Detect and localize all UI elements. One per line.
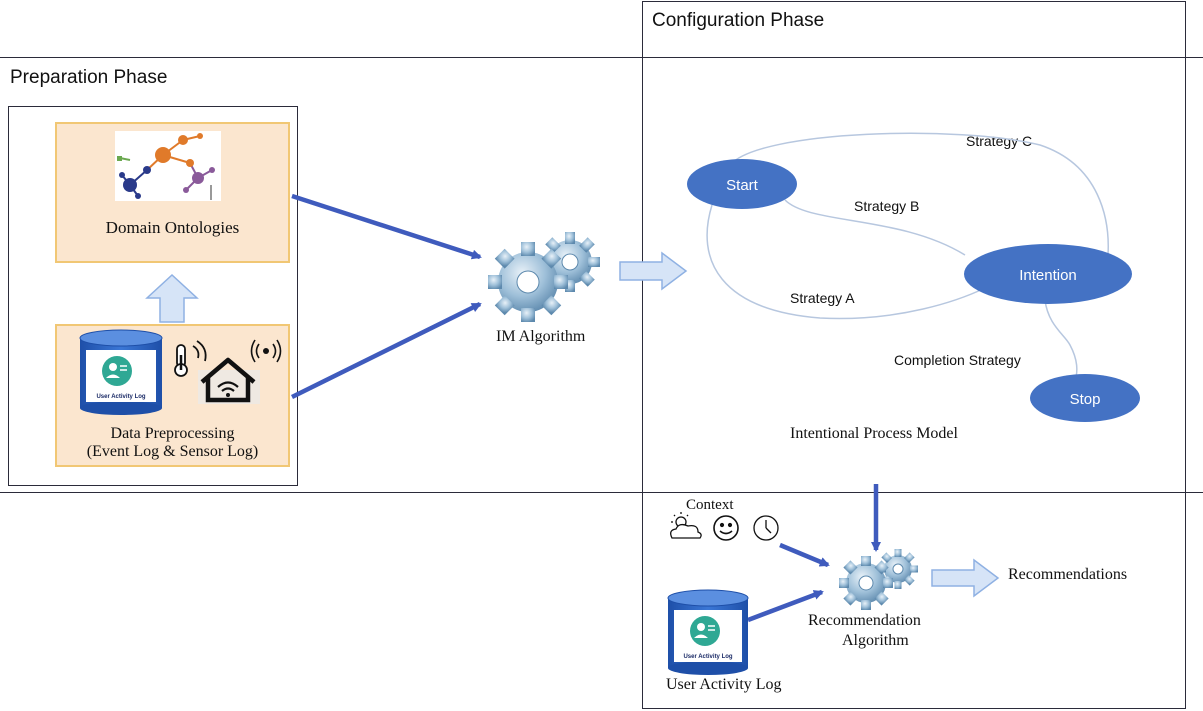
- recommendation-algorithm-line1: Recommendation: [808, 612, 921, 629]
- data-preprocessing-label-line1: Data Preprocessing: [110, 425, 235, 442]
- strategy-a-label: Strategy A: [790, 290, 855, 306]
- start-node-label: Start: [726, 177, 759, 194]
- clock-icon: [753, 515, 779, 541]
- arrow-log-to-recommendation: [747, 589, 824, 623]
- preparation-inner-box: [8, 106, 298, 486]
- wireless-signal-icon: [250, 339, 282, 363]
- im-algorithm-label: IM Algorithm: [496, 328, 586, 345]
- stop-node-label: Stop: [1070, 391, 1101, 408]
- database-label: User Activity Log: [96, 394, 145, 400]
- context-label: Context: [686, 497, 734, 513]
- weather-icon: [670, 512, 702, 539]
- arrow-context-to-recommendation: [779, 542, 830, 568]
- hollow-up-arrow: [145, 273, 199, 323]
- data-preprocessing-label-line2: (Event Log & Sensor Log): [86, 443, 259, 460]
- ontology-network-icon: [115, 131, 221, 201]
- im-gears-icon: [488, 232, 600, 322]
- preparation-phase-label: Preparation Phase: [10, 67, 168, 88]
- database-icon: User Activity Log: [79, 329, 163, 415]
- start-node: Start: [687, 159, 797, 209]
- recommendation-database-label: User Activity Log: [683, 654, 732, 660]
- preparation-phase-box: [0, 57, 1203, 493]
- process-model-caption: Intentional Process Model: [790, 425, 958, 442]
- domain-ontologies-label: Domain Ontologies: [105, 218, 240, 237]
- hollow-right-arrow-recommendation: [931, 558, 1000, 598]
- user-activity-log-label: User Activity Log: [666, 676, 782, 693]
- intention-node: Intention: [964, 244, 1132, 304]
- hollow-right-arrow-im: [619, 251, 688, 291]
- recommendations-label: Recommendations: [1008, 566, 1128, 583]
- strategy-b-label: Strategy B: [854, 198, 920, 214]
- arrow-preprocessing-to-im: [291, 301, 482, 400]
- arrow-ontology-to-im: [291, 193, 482, 260]
- completion-strategy-label: Completion Strategy: [894, 352, 1021, 368]
- process-model-edges: [706, 132, 1109, 381]
- stop-node: Stop: [1030, 374, 1140, 422]
- configuration-phase-box: [642, 1, 1186, 709]
- thermometer-icon: [174, 340, 207, 377]
- recommendation-algorithm-line2: Algorithm: [842, 632, 909, 649]
- user-activity-log-database-icon: User Activity Log: [667, 589, 749, 675]
- intention-node-label: Intention: [1019, 267, 1077, 284]
- configuration-phase-label: Configuration Phase: [652, 10, 825, 31]
- recommendation-gears-icon: [839, 549, 918, 610]
- smiley-icon: [713, 515, 739, 541]
- smart-home-icon: [198, 357, 260, 404]
